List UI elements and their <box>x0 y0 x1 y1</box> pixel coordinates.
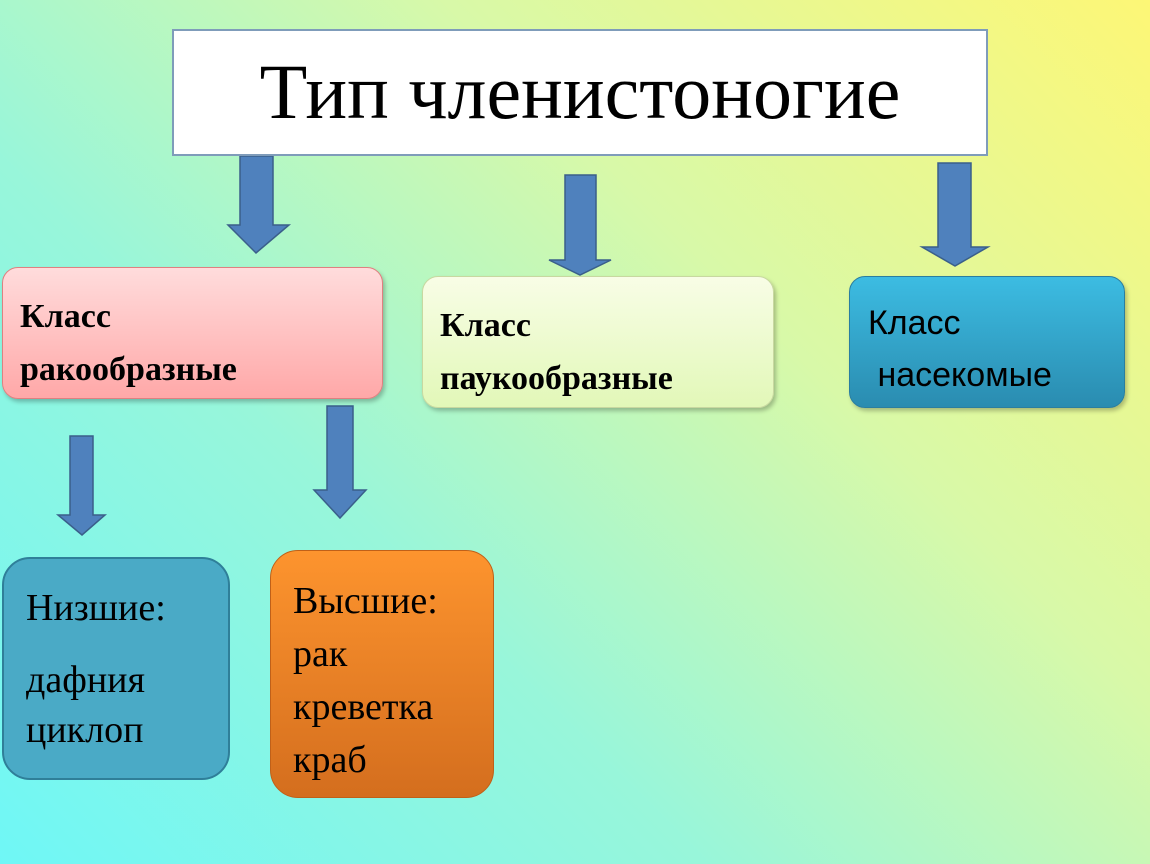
higher-crustaceans: Высшие: рак креветка краб <box>270 550 494 798</box>
list-item: краб <box>293 739 367 781</box>
list-item: циклоп <box>26 709 144 751</box>
class-name: ракообразные <box>20 351 237 388</box>
higher-heading: Высшие: <box>293 580 438 622</box>
class-name: насекомые <box>868 356 1052 394</box>
class-label: Класс <box>20 298 111 335</box>
lower-heading: Низшие: <box>26 587 166 629</box>
class-arachnids: Класс паукообразные <box>422 276 774 408</box>
class-name: паукообразные <box>440 360 673 397</box>
class-insects: Класс насекомые <box>849 276 1125 408</box>
list-item: рак <box>293 633 348 675</box>
page-title: Тип членистоногие <box>172 29 988 156</box>
class-crustaceans: Класс ракообразные <box>2 267 383 399</box>
arrow-down-icon <box>919 162 991 267</box>
lower-crustaceans: Низшие: дафния циклоп <box>2 557 230 780</box>
arrow-down-icon <box>55 435 108 536</box>
arrow-down-icon <box>226 155 292 255</box>
arrow-down-icon <box>312 405 368 520</box>
list-item: креветка <box>293 686 434 728</box>
list-item: дафния <box>26 659 145 701</box>
class-label: Класс <box>868 304 961 342</box>
arrow-down-icon <box>548 174 612 276</box>
class-label: Класс <box>440 307 531 344</box>
